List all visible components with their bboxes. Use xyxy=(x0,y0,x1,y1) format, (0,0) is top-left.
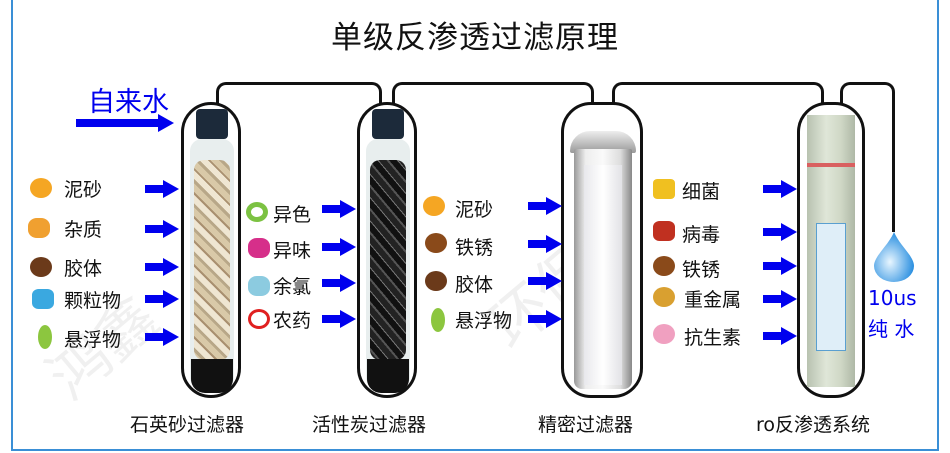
rust-icon xyxy=(653,256,675,276)
particle-icon xyxy=(32,289,54,309)
stage-label: 精密过滤器 xyxy=(538,414,634,436)
arrow-icon xyxy=(763,180,797,198)
impurity-icon xyxy=(28,218,50,238)
contaminant-label: 悬浮物 xyxy=(455,310,513,332)
arrow-icon xyxy=(322,238,356,256)
quartz-sand-filter xyxy=(181,102,241,398)
diagram-frame xyxy=(11,0,939,451)
arrow-icon xyxy=(528,235,562,253)
colloid-icon xyxy=(425,271,447,291)
sediment-icon xyxy=(423,196,445,216)
arrow-icon xyxy=(145,290,179,308)
arrow-icon xyxy=(145,258,179,276)
arrow-icon xyxy=(145,220,179,238)
virus-icon xyxy=(653,221,675,241)
contaminant-label: 异色 xyxy=(273,204,312,226)
outlet-label: 纯 水 xyxy=(868,317,915,341)
inlet-arrow xyxy=(76,114,176,132)
contaminant-label: 杂质 xyxy=(64,219,103,241)
contaminant-label: 泥砂 xyxy=(455,199,494,221)
ro-membrane xyxy=(797,102,865,398)
contaminant-label: 抗生素 xyxy=(684,327,742,349)
bacteria-icon xyxy=(653,179,675,199)
heavy-metal-icon xyxy=(653,287,675,307)
contaminant-label: 泥砂 xyxy=(64,179,103,201)
outlet-value: 10us xyxy=(868,286,917,310)
activated-carbon-filter xyxy=(357,102,417,398)
stage-label: ro反渗透系统 xyxy=(756,414,871,436)
contaminant-label: 颗粒物 xyxy=(64,290,122,312)
contaminant-label: 胶体 xyxy=(455,274,494,296)
arrow-icon xyxy=(528,310,562,328)
arrow-icon xyxy=(145,328,179,346)
contaminant-label: 异味 xyxy=(273,240,312,262)
arrow-icon xyxy=(322,200,356,218)
sediment-icon xyxy=(30,178,52,198)
carbon-media xyxy=(370,160,406,360)
contaminant-label: 余氯 xyxy=(273,276,312,298)
arrow-icon xyxy=(145,180,179,198)
suspended-matter-icon xyxy=(431,308,445,332)
pipe xyxy=(612,82,824,104)
pipe xyxy=(392,82,594,104)
contaminant-label: 胶体 xyxy=(64,258,103,280)
pesticide-icon xyxy=(248,309,270,329)
arrow-icon xyxy=(528,197,562,215)
color-icon xyxy=(246,202,268,222)
arrow-icon xyxy=(763,223,797,241)
suspended-matter-icon xyxy=(38,325,52,349)
sand-media xyxy=(194,160,230,360)
colloid-icon xyxy=(30,257,52,277)
precision-filter xyxy=(561,102,643,398)
arrow-icon xyxy=(322,274,356,292)
arrow-icon xyxy=(528,272,562,290)
valve-head xyxy=(372,109,404,139)
contaminant-label: 铁锈 xyxy=(455,237,494,259)
stage-label: 石英砂过滤器 xyxy=(130,414,245,436)
contaminant-label: 农药 xyxy=(273,310,312,332)
pipe xyxy=(216,82,382,104)
arrow-icon xyxy=(763,257,797,275)
contaminant-label: 病毒 xyxy=(682,224,721,246)
chlorine-icon xyxy=(248,276,270,296)
contaminant-label: 重金属 xyxy=(684,289,742,311)
arrow-icon xyxy=(763,327,797,345)
arrow-icon xyxy=(322,310,356,328)
valve-head xyxy=(196,109,228,139)
stage-label: 活性炭过滤器 xyxy=(312,414,427,436)
contaminant-label: 悬浮物 xyxy=(64,329,122,351)
diagram-title: 单级反渗透过滤原理 xyxy=(331,20,619,56)
odor-icon xyxy=(248,238,270,258)
contaminant-label: 细菌 xyxy=(682,181,721,203)
inlet-label: 自来水 xyxy=(88,87,169,118)
rust-icon xyxy=(425,233,447,253)
arrow-icon xyxy=(763,290,797,308)
water-drop-icon xyxy=(872,232,916,282)
antibiotic-icon xyxy=(653,324,675,344)
contaminant-label: 铁锈 xyxy=(682,259,721,281)
